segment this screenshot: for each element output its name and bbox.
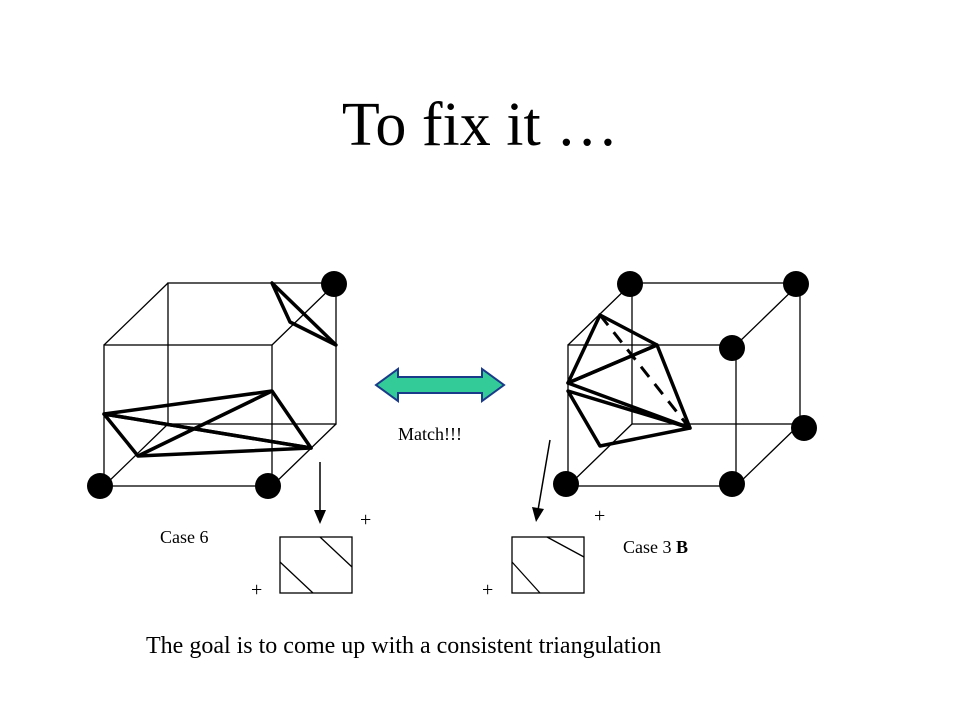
double-arrow-icon [374, 367, 506, 403]
left-corner-triangle [270, 281, 338, 347]
left-cube-triangles [102, 281, 338, 458]
left-face-square [279, 536, 353, 594]
right-case-prefix: Case 3 [623, 537, 676, 557]
slide-caption: The goal is to come up with a consistent… [146, 633, 662, 659]
match-label: Match!!! [398, 424, 462, 444]
arrowhead-icon [314, 510, 326, 524]
right-cube-edge [567, 423, 633, 487]
right-case-bold: B [676, 537, 689, 557]
left-cube-vertices [87, 271, 347, 499]
right-case-label: Case 3 B [623, 537, 688, 557]
vertex-dot [719, 335, 745, 361]
right-cube [567, 282, 801, 487]
plus-sign: + [594, 505, 606, 527]
slide-title: To fix it … [341, 91, 619, 159]
plus-sign: + [251, 579, 263, 601]
right-middle-triangle [566, 343, 692, 430]
right-cube-front-face [567, 344, 737, 487]
vertex-dot [791, 415, 817, 441]
left-cube-edge [271, 423, 337, 487]
right-lower-triangle [566, 389, 692, 448]
face-square [279, 536, 353, 594]
vertex-dot [783, 271, 809, 297]
plus-sign: + [360, 509, 372, 531]
vertex-dot [321, 271, 347, 297]
arrowhead-icon [532, 507, 544, 522]
left-diagonal [137, 389, 273, 458]
face-contour-line [511, 561, 541, 594]
left-case-label: Case 6 [160, 527, 209, 547]
right-cube-triangles [566, 313, 692, 448]
vertex-dot [255, 473, 281, 499]
left-cube-front-face [103, 344, 273, 487]
vertex-dot [87, 473, 113, 499]
face-contour-line [279, 561, 314, 594]
right-cube-vertices [553, 271, 817, 497]
vertex-dot [617, 271, 643, 297]
right-dashed-diagonal [598, 314, 690, 427]
right-cube-edge [735, 423, 801, 487]
plus-sign: + [482, 579, 494, 601]
face-contour-line [319, 536, 353, 568]
right-cube-back-face [631, 282, 801, 425]
left-cube-edge [103, 282, 169, 346]
vertex-dot [719, 471, 745, 497]
left-cube-back-face [167, 282, 337, 425]
face-contour-line [546, 536, 585, 558]
left-lower-triangle-b [102, 412, 313, 458]
right-pointer-arrow [536, 439, 551, 517]
vertex-dot [553, 471, 579, 497]
face-square [511, 536, 585, 594]
right-face-square [511, 536, 585, 594]
